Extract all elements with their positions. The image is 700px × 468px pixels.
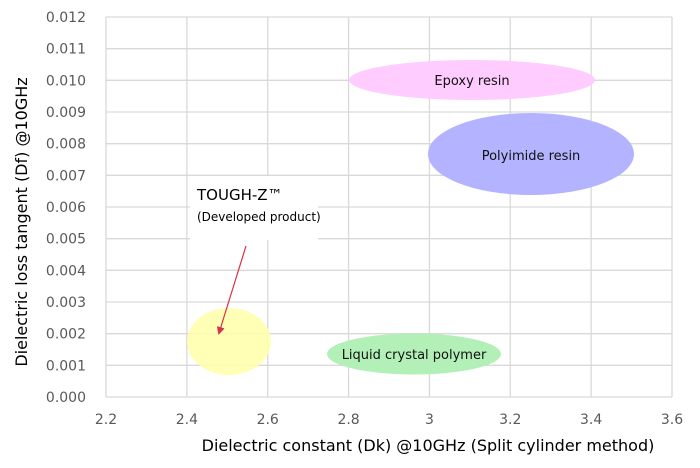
polyimide-resin-label: Polyimide resin bbox=[482, 149, 581, 164]
tough-z-region bbox=[187, 308, 271, 375]
y-tick-label: 0.008 bbox=[46, 137, 86, 153]
x-tick-label: 2.6 bbox=[257, 412, 279, 428]
callout-box bbox=[190, 176, 318, 240]
y-tick-label: 0.004 bbox=[46, 263, 86, 279]
x-axis-ticks: 2.2 2.4 2.6 2.8 3 3.2 3.4 3.6 bbox=[95, 412, 683, 428]
y-axis-title: Dielectric loss tangent (Df) @10GHz bbox=[12, 77, 31, 366]
y-tick-label: 0.012 bbox=[46, 10, 86, 26]
x-axis-title: Dielectric constant (Dk) @10GHz (Split c… bbox=[202, 436, 655, 455]
y-tick-label: 0.005 bbox=[46, 232, 86, 248]
polyimide-resin-region bbox=[428, 113, 634, 195]
x-tick-label: 3.2 bbox=[499, 412, 521, 428]
x-tick-label: 3.4 bbox=[580, 412, 602, 428]
x-tick-label: 2.2 bbox=[95, 412, 117, 428]
y-tick-label: 0.006 bbox=[46, 200, 86, 216]
x-tick-label: 3 bbox=[425, 412, 434, 428]
y-axis-ticks: 0.000 0.001 0.002 0.003 0.004 0.005 0.006 0.007… bbox=[46, 10, 86, 406]
epoxy-resin-region bbox=[349, 60, 595, 100]
y-tick-label: 0.009 bbox=[46, 105, 86, 121]
y-tick-label: 0.007 bbox=[46, 168, 86, 184]
epoxy-resin-label: Epoxy resin bbox=[434, 74, 509, 89]
y-tick-label: 0.001 bbox=[46, 358, 86, 374]
y-tick-label: 0.000 bbox=[46, 390, 86, 406]
y-tick-label: 0.011 bbox=[46, 42, 86, 58]
x-tick-label: 3.6 bbox=[661, 412, 683, 428]
x-tick-label: 2.4 bbox=[176, 412, 198, 428]
callout-title: TOUGH-Z™ bbox=[196, 186, 283, 204]
callout-arrow bbox=[216, 245, 247, 335]
y-tick-label: 0.002 bbox=[46, 327, 86, 343]
y-tick-label: 0.010 bbox=[46, 73, 86, 89]
x-tick-label: 2.8 bbox=[337, 412, 359, 428]
y-tick-label: 0.003 bbox=[46, 295, 86, 311]
callout-subtitle: (Developed product) bbox=[197, 210, 321, 224]
liquid-crystal-polymer-label: Liquid crystal polymer bbox=[342, 348, 487, 363]
liquid-crystal-polymer-region bbox=[327, 333, 501, 375]
